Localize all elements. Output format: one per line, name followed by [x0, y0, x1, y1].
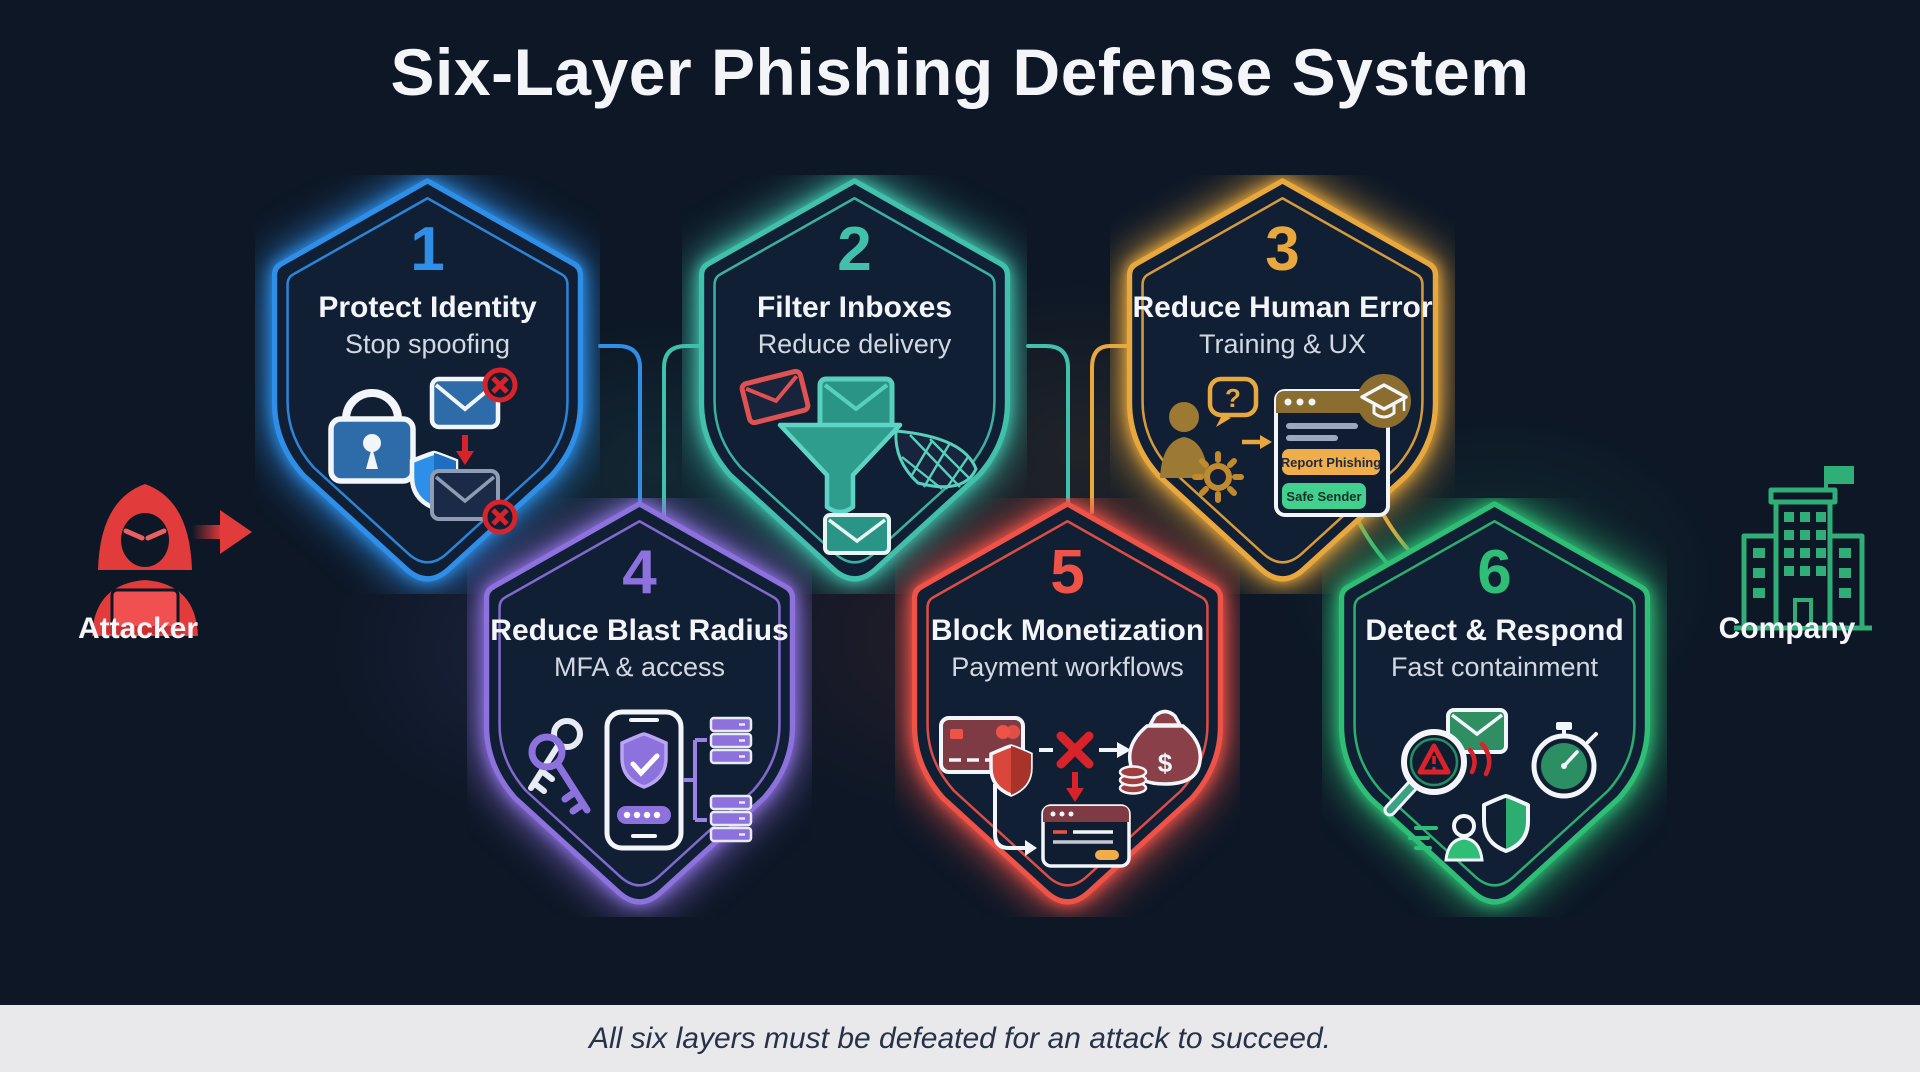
layer-number: 3: [1265, 215, 1300, 284]
company-label: Company: [1718, 612, 1856, 645]
magnifier-alert-icon: [1383, 729, 1467, 817]
layer-title: Block Monetization: [930, 614, 1205, 647]
payment-shield-icon: [988, 744, 1033, 797]
signal-arcs-icon: [1467, 741, 1491, 777]
shield-outline-icon: [911, 501, 1224, 905]
user-icon: [1159, 402, 1208, 478]
keys-icon: [527, 718, 590, 815]
layer-subtitle: Stop spoofing: [344, 329, 511, 359]
filter-funnel-icon: [777, 422, 902, 515]
shield-outline-icon: [1338, 501, 1651, 905]
layer-card-detect-respond: 6 Detect & Respond Fast containment: [1322, 498, 1667, 917]
safe-sender-label: Safe Sender: [1286, 489, 1361, 504]
spoofed-email-icon: [429, 469, 517, 535]
server-stack-icon: [709, 716, 752, 843]
layer-title: Reduce Human Error: [1132, 291, 1433, 324]
spam-email-icon: [739, 368, 810, 426]
page-title: Six-Layer Phishing Defense System: [390, 35, 1530, 109]
company-building-icon: [1734, 466, 1872, 631]
layer-number: 1: [410, 215, 445, 284]
mfa-phone-icon: [604, 709, 683, 851]
layer-subtitle: Payment workflows: [951, 652, 1184, 682]
curved-arrow-icon: [992, 784, 1037, 856]
layer-number: 4: [622, 538, 657, 607]
layer-number: 6: [1477, 538, 1512, 607]
layer-card-filter-inboxes: 2 Filter Inboxes Reduce delivery: [682, 175, 1027, 594]
money-bag-icon: $: [1127, 709, 1202, 786]
layer-icons: $: [933, 688, 1203, 883]
layer-title: Filter Inboxes: [756, 291, 953, 324]
connector-bracket: [682, 738, 707, 822]
attack-arrow-icon: [192, 510, 252, 554]
graduation-cap-icon: [1356, 374, 1411, 428]
lock-icon: [327, 389, 416, 484]
layer-icons: [1360, 688, 1630, 883]
layer-title: Detect & Respond: [1365, 614, 1624, 647]
footer-bar: All six layers must be defeated for an a…: [0, 1005, 1920, 1072]
layer-card-reduce-blast-radius: 4 Reduce Blast Radius MFA & access: [467, 498, 812, 917]
svg-text:$: $: [1157, 748, 1172, 778]
layer-title: Protect Identity: [318, 291, 537, 324]
layer-icons: [293, 365, 563, 548]
layer-card-reduce-human-error: 3 Reduce Human Error Training & UX ?: [1110, 175, 1455, 594]
email-icon: [817, 376, 894, 432]
layer-number: 2: [837, 215, 872, 284]
blocked-email-icon: [429, 367, 517, 430]
net-icon: [893, 429, 978, 490]
training-browser-icon: Report Phishing Safe Sender: [1273, 389, 1390, 517]
arrow-icon: [1241, 435, 1272, 449]
attacker-icon: [92, 484, 198, 636]
svg-text:?: ?: [1225, 383, 1241, 413]
question-bubble-icon: ?: [1207, 376, 1258, 427]
layer-subtitle: MFA & access: [553, 652, 726, 682]
coins-icon: [1118, 765, 1147, 795]
clean-email-icon: [822, 513, 891, 555]
block-x-icon: [1038, 731, 1131, 769]
report-phishing-label: Report Phishing: [1280, 455, 1380, 470]
response-shield-icon: [1481, 794, 1530, 853]
layer-number: 5: [1050, 538, 1085, 607]
layer-card-protect-identity: 1 Protect Identity Stop spoofing: [255, 175, 600, 594]
layer-title: Reduce Blast Radius: [490, 614, 789, 647]
payment-form-icon: [1040, 804, 1131, 868]
layer-icons: [720, 365, 990, 560]
layer-icons: [505, 688, 775, 878]
layer-subtitle: Fast containment: [1390, 652, 1599, 682]
down-arrow-icon: [455, 435, 474, 465]
layer-subtitle: Training & UX: [1198, 329, 1367, 359]
report-phishing-button: [1281, 449, 1380, 475]
layer-subtitle: Reduce delivery: [757, 329, 952, 359]
down-arrow-icon: [1065, 772, 1084, 802]
attacker-label: Attacker: [77, 612, 199, 645]
footer-note: All six layers must be defeated for an a…: [588, 1021, 1332, 1055]
stopwatch-icon: [1531, 722, 1598, 799]
responder-icon: [1407, 814, 1484, 862]
alert-email-icon: [1445, 708, 1508, 754]
layer-card-block-monetization: 5 Block Monetization Payment workflows: [895, 498, 1240, 917]
layer-icons: ? Report Phishing: [1148, 365, 1418, 555]
safe-sender-button: [1281, 483, 1366, 509]
gear-icon: [1191, 451, 1244, 503]
